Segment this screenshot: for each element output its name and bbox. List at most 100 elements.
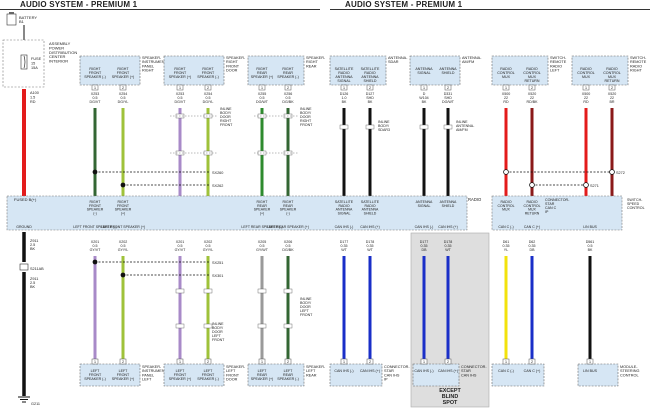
component-switch_remote-pin-label: RETURN [525, 79, 540, 83]
except-blind-spot-label: EXCEPT [439, 388, 461, 394]
top-wire-code: X520 [528, 92, 536, 96]
component-antenna_sdar-pin-label: SATELLITE [361, 67, 380, 71]
component-switch_remote_r-pin-number: 2 [611, 86, 613, 90]
bottom-wire-code: D61 [503, 240, 510, 244]
component-left_door-title: DOOR [226, 378, 238, 382]
bottom-wire-code: YL [504, 248, 508, 252]
component-left_rear-pin [258, 358, 266, 365]
component-can_c-pin-number: 2 [531, 360, 533, 364]
component-right_rear [247, 55, 305, 86]
bottom-wire-code: 0.35 [445, 244, 452, 248]
top-wire-code: X253 [91, 92, 99, 96]
component-can_ihs2-pin [444, 358, 452, 365]
bottom-wire-code: 0.5 [588, 244, 593, 248]
splice-label-top-b: SX262 [212, 184, 223, 188]
top-wire-code: X255 [258, 92, 266, 96]
splice-dot-top-b [120, 182, 126, 188]
component-switch_remote_r-pin-label: MUX [608, 75, 617, 79]
bottom-wire-code: GY/YL [118, 248, 129, 252]
component-left_door-pin-label: SPEAKER (+) [169, 377, 191, 381]
battery-wire-code: A100 [30, 91, 39, 95]
bottom-wire-code: D62 [529, 240, 536, 244]
bottom-wire-code: 0.5 [93, 244, 98, 248]
bottom-wire-code: X206 [284, 240, 292, 244]
component-right_rear-pin-number: 2 [287, 86, 289, 90]
component-right_rear-pin-label: SPEAKER (-) [277, 75, 299, 79]
radio-top-pin-label: REAR [257, 204, 267, 208]
component-left_rear-pin-label: REAR [283, 373, 293, 377]
component-right_door-title: RIGHT [226, 60, 238, 64]
inline-connector-pin [419, 124, 429, 130]
fuse-label: FUSE [31, 57, 42, 61]
radio-top-pin-label: MUX [502, 208, 510, 212]
power-distribution-center-label: INTERIOR [49, 59, 68, 64]
component-switch_remote-pin-number: 1 [505, 86, 507, 90]
splice-label-bot-b: SX301 [212, 274, 223, 278]
top-wire-code: RD [583, 100, 589, 104]
bottom-wire-code: WT [367, 248, 373, 252]
inline-connector-pin [257, 323, 267, 329]
fuse-label: 15A [31, 66, 38, 70]
radio-top-pin-label: SPEAKER [87, 208, 104, 212]
component-antenna_sdar-pin-label: SIGNAL [337, 79, 350, 83]
bottom-wire-code: X201 [176, 240, 184, 244]
top-wire-code: DG/VT [175, 100, 187, 104]
inline-connector-pin [443, 124, 453, 130]
component-antenna_sdar-pin-label: ANTENNA [361, 75, 379, 79]
component-can_ihs-title: STAR [384, 369, 394, 373]
splice-dot-bot-a [92, 259, 98, 265]
top-wire-code: BK [342, 100, 347, 104]
radio-top-pin-label: (-) [93, 211, 97, 215]
component-switch_remote-pin-number: 2 [531, 86, 533, 90]
top-wire-code: 22 [504, 96, 508, 100]
connector-star-can-c-label: STAR [545, 202, 555, 206]
s271-label: S271 [590, 184, 599, 188]
component-left_door-pin-label: SPEAKER (-) [197, 377, 219, 381]
component-left_door-pin-label: FRONT [202, 373, 215, 377]
component-right_rear-pin-label: RIGHT [282, 67, 294, 71]
component-right_door-title: SPEAKER- [226, 56, 246, 60]
component-left_rear-pin-label: LEFT [284, 369, 294, 373]
top-wire-code: DG/WT [442, 100, 455, 104]
radio-top-pin-label: CONTROL [497, 204, 514, 208]
component-left_instr-pin-label: FRONT [89, 373, 102, 377]
ground-splice-s211ab [19, 263, 29, 271]
top-wire-code: 1.0 [342, 96, 347, 100]
component-left_door-pin [176, 358, 184, 365]
top-wire-code: D127 [366, 92, 375, 96]
component-left_door [163, 363, 225, 387]
switch-speed-control-label: SPEED [627, 202, 640, 206]
component-antenna_amfm-pin-number: 2 [447, 86, 449, 90]
radio-bottom-pin-label: CAN IHS (+) [360, 225, 380, 229]
bottom-wire-code: WT [445, 248, 451, 252]
radio-top-pin-label: RADIO [526, 200, 537, 204]
component-left_instr [79, 363, 141, 387]
inline-connector-pin [175, 323, 185, 329]
top-wire-code: 0.5 [178, 96, 183, 100]
radio-top-pin-label: FRONT [117, 204, 130, 208]
inline-label-right-rear: FRONT [300, 123, 313, 127]
component-antenna_sdar [329, 55, 387, 86]
inline-label-left-front: FRONT [212, 338, 225, 342]
component-left_instr-title: INSTRUMENT [142, 369, 168, 373]
component-right_door-title: DOOR [226, 69, 238, 73]
radio-top-pin-label: (+) [121, 211, 125, 215]
s272-ring-b [609, 169, 615, 175]
inline-label-right-rear: BODY/ [300, 111, 311, 115]
power-distribution-center-label: POWER [49, 45, 64, 50]
component-right_door-pin-label: FRONT [202, 71, 215, 75]
component-switch_remote-pin-label: CONTROL [497, 71, 515, 75]
component-left_rear-pin-number: 2 [287, 360, 289, 364]
component-can_ihs-title: CONNECTOR- [384, 365, 410, 369]
component-steering-pin [586, 358, 594, 365]
component-switch_remote-title: REMOTE [550, 60, 567, 64]
inline-label-right-front: RIGHT [220, 119, 232, 123]
radio-top-pin-label: SIGNAL [418, 204, 431, 208]
component-left_instr-pin-label: SPEAKER (+) [112, 377, 134, 381]
component-switch_remote_r-title: REMOTE [630, 60, 647, 64]
radio-top-pin-label: SHIELD [364, 211, 377, 215]
component-can_ihs2-pin-label: CAN IHS (-) [414, 369, 433, 373]
inline-connector-pin [257, 288, 267, 294]
inline-connector-pin [283, 288, 293, 294]
component-antenna_sdar-pin-label: SATELLITE [335, 67, 354, 71]
